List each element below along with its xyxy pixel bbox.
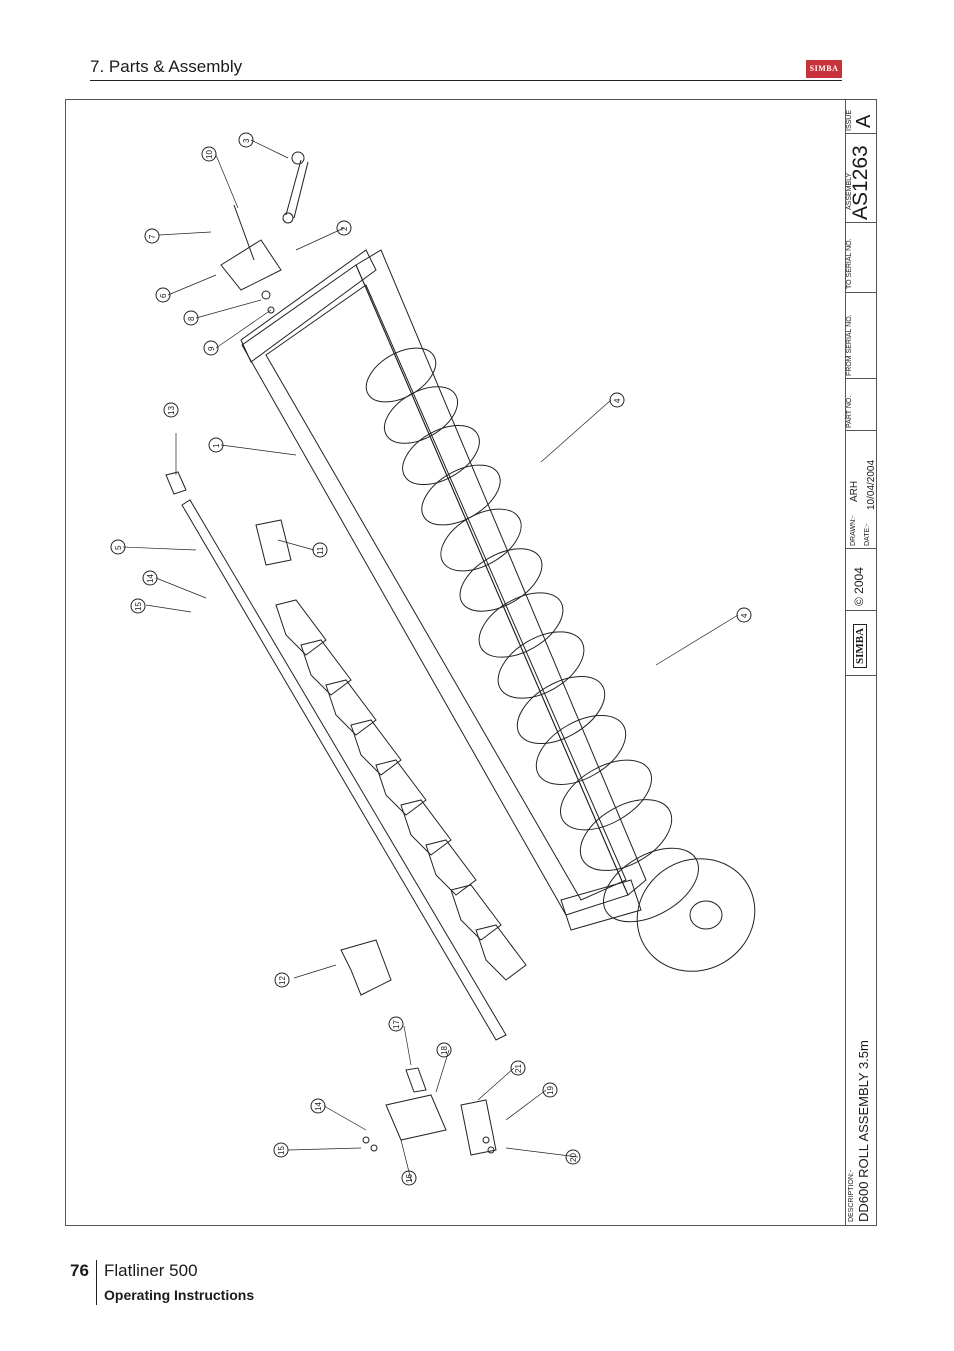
assembly-number: AS1263: [849, 145, 872, 220]
bar-end-cap: [165, 471, 187, 495]
callout-label: 4: [613, 398, 622, 403]
title-block-divider: [845, 610, 877, 611]
callout-label: 6: [159, 293, 168, 298]
callout-labels: 1 2 3 4 4 5 6 7 8 9 10 11 12 13 14 15 14…: [114, 138, 749, 1183]
title-block-divider: [845, 675, 877, 676]
callout-label: 17: [392, 1020, 401, 1029]
section-title: 7. Parts & Assembly: [90, 57, 243, 76]
date-label: DATE:-: [864, 523, 871, 546]
top-bracket: [220, 239, 282, 291]
description-label: DESCRIPTION:-: [848, 1169, 855, 1222]
issue-label: ISSUE: [846, 109, 853, 131]
tine-bar: [181, 499, 507, 1041]
clamp-bracket: [385, 1094, 447, 1141]
title-block-divider: [845, 133, 877, 134]
callout-label: 2: [340, 226, 349, 231]
callout-label: 18: [440, 1046, 449, 1055]
callout-label: 5: [114, 545, 123, 550]
callout-label: 3: [242, 138, 251, 143]
callout-label: 10: [205, 150, 214, 159]
issue-value: A: [853, 114, 875, 128]
title-block-divider: [845, 548, 877, 549]
title-block-divider: [845, 222, 877, 223]
copyright: © 2004: [852, 567, 866, 606]
from-serial-label: FROM SERIAL NO.: [846, 314, 853, 376]
drawing-frame: [65, 99, 877, 1226]
callout-label: 13: [167, 406, 176, 415]
main-beam-inner: [265, 284, 627, 901]
header-rule: [90, 80, 842, 81]
simba-logo: SIMBA: [806, 60, 842, 78]
callout-label: 12: [278, 976, 287, 985]
page-number: 76: [70, 1261, 89, 1280]
description-value: DD600 ROLL ASSEMBLY 3.5m: [856, 1040, 871, 1222]
callout-circles: [110, 132, 752, 1186]
title-block-divider: [845, 430, 877, 431]
drawn-by: ARH: [849, 480, 860, 502]
product-name: Flatliner 500: [104, 1261, 198, 1280]
main-beam: [241, 264, 629, 916]
depth-bracket: [255, 519, 292, 566]
title-block: [845, 99, 877, 1226]
callout-label: 1: [212, 443, 221, 448]
date-value: 10/04/2004: [866, 459, 877, 510]
part-no-label: PART NO.: [846, 395, 853, 428]
callout-label: 4: [740, 613, 749, 618]
scraper-plate: [340, 939, 392, 996]
callout-label: 14: [146, 574, 155, 583]
callout-label: 8: [187, 316, 196, 321]
to-serial-label: TO SERIAL NO.: [846, 238, 853, 289]
tines: [275, 599, 527, 981]
disc-row: [365, 347, 756, 972]
exploded-assembly-drawing: 1 2 3 4 4 5 6 7 8 9 10 11 12 13 14 15 14…: [110, 132, 756, 1186]
spacer: [405, 1067, 427, 1093]
footer-rule: [96, 1260, 97, 1305]
beam-end-plate-top: [240, 249, 377, 363]
callout-label: 21: [514, 1064, 523, 1073]
callout-label: 15: [277, 1146, 286, 1155]
callout-label: 19: [546, 1086, 555, 1095]
callout-label: 15: [134, 602, 143, 611]
callout-label: 20: [569, 1153, 578, 1162]
tine-holder: [460, 1099, 497, 1156]
main-beam-top: [355, 249, 647, 896]
title-block-divider: [845, 292, 877, 293]
beam-end-plate-bottom: [560, 879, 642, 931]
callout-label: 16: [405, 1174, 414, 1183]
simba-title-logo: SIMBA: [853, 623, 867, 668]
adjuster-rod: [285, 159, 302, 216]
manual-subtitle: Operating Instructions: [104, 1287, 255, 1303]
title-block-divider: [845, 378, 877, 379]
callout-label: 9: [207, 346, 216, 351]
callout-label: 11: [316, 546, 325, 555]
callout-label: 7: [148, 234, 157, 239]
drawn-label: DRAWN:-: [850, 515, 857, 546]
callout-label: 14: [314, 1102, 323, 1111]
